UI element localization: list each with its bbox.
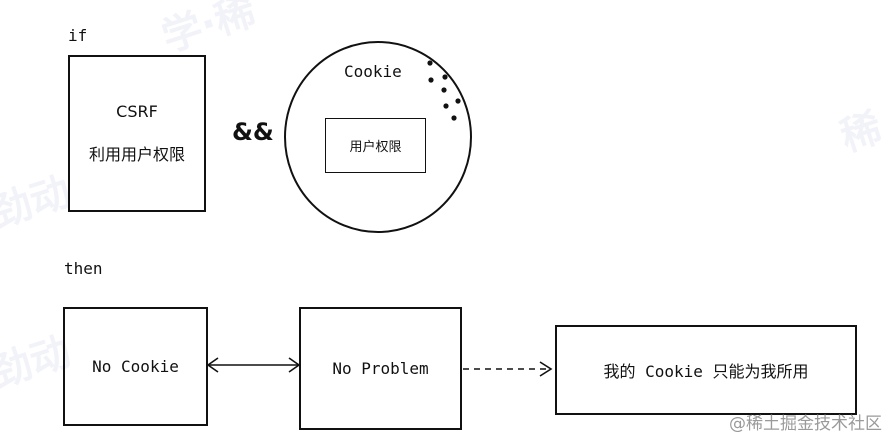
csrf-title: CSRF xyxy=(116,102,158,121)
then-label: then xyxy=(64,259,103,278)
no-problem-box: No Problem xyxy=(299,307,462,430)
cookie-title: Cookie xyxy=(344,62,402,81)
no-problem-label: No Problem xyxy=(332,359,429,378)
cookie-crumb xyxy=(443,103,449,109)
if-label: if xyxy=(68,26,88,45)
result-label: 我的 Cookie 只能为我所用 xyxy=(603,362,809,381)
cookie-crumb xyxy=(451,115,457,121)
cookie-crumb xyxy=(427,60,433,66)
csrf-box: CSRF 利用用户权限 xyxy=(68,55,206,212)
cookie-crumb xyxy=(441,87,447,93)
cookie-circle xyxy=(284,41,472,233)
user-permission-box: 用户权限 xyxy=(325,118,426,173)
no-cookie-box: No Cookie xyxy=(63,307,208,426)
cookie-crumb xyxy=(455,98,461,104)
no-cookie-label: No Cookie xyxy=(92,357,179,376)
user-permission-label: 用户权限 xyxy=(349,140,402,155)
dashed-arrow-head xyxy=(539,361,553,377)
result-box: 我的 Cookie 只能为我所用 xyxy=(555,325,857,415)
site-watermark: @稀土掘金技术社区 xyxy=(729,414,882,434)
arrow-head-left xyxy=(206,357,219,373)
csrf-subtitle: 利用用户权限 xyxy=(88,145,185,164)
and-operator: && xyxy=(232,118,274,146)
cookie-crumb xyxy=(428,77,434,83)
cookie-crumb xyxy=(442,74,448,80)
